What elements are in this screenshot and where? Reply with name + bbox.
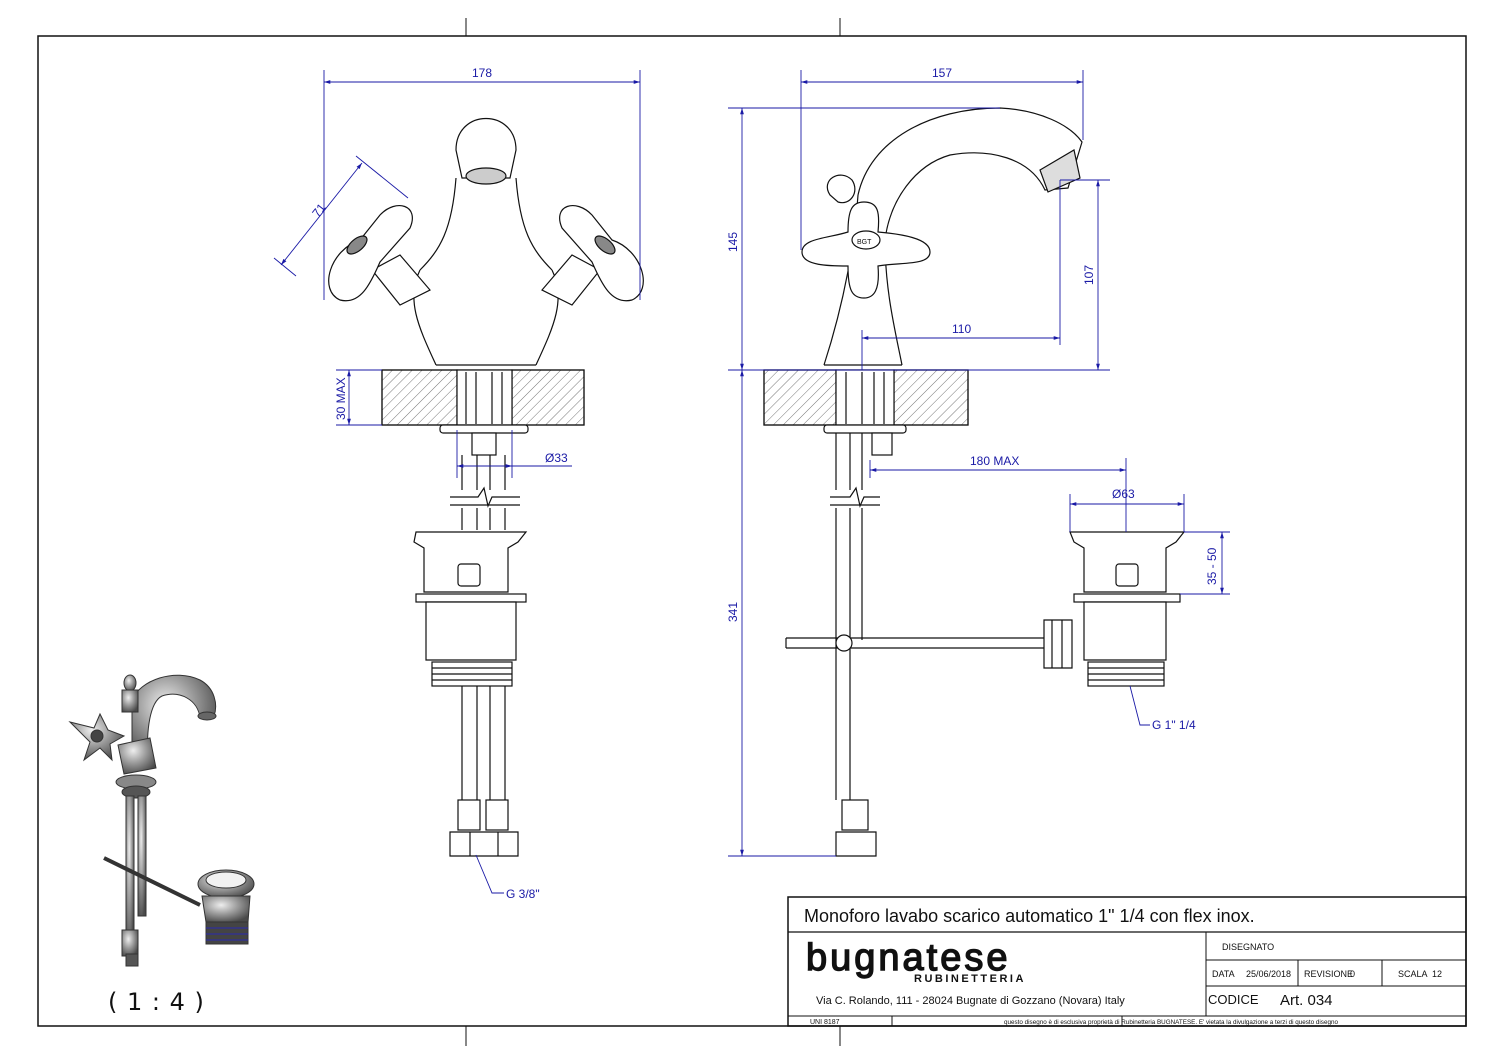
front-view — [328, 117, 644, 857]
dim-total-height-spout: 145 — [726, 232, 740, 252]
preview-scale-label: ( 1 : 4 ) — [108, 988, 205, 1016]
dim-waste-range: 35 - 50 — [1205, 547, 1219, 585]
dim-spout-reach: 110 — [952, 322, 971, 336]
dim-side-width: 157 — [932, 66, 952, 80]
dim-waste-thread: G 1" 1/4 — [1152, 718, 1196, 732]
dim-waste-dia: Ø63 — [1112, 487, 1135, 501]
data-label: DATA — [1212, 969, 1235, 979]
scala-value: 12 — [1432, 969, 1442, 979]
brand-subtitle: RUBINETTERIA — [914, 973, 1026, 985]
company-address: Via C. Rolando, 111 - 28024 Bugnate di G… — [816, 995, 1125, 1007]
product-3d-preview — [68, 674, 255, 967]
data-value: 25/06/2018 — [1246, 969, 1291, 979]
svg-text:BGT: BGT — [857, 239, 872, 246]
dim-deck-max: 30 MAX — [334, 377, 348, 420]
dim-spout-height: 107 — [1082, 265, 1096, 285]
sheet-frame — [37, 18, 1467, 1046]
title-block — [787, 896, 1467, 1027]
revisione-label: REVISIONE — [1304, 969, 1353, 979]
side-view: BGT — [763, 107, 1186, 857]
side-dimensions — [728, 70, 1230, 857]
front-dimensions — [273, 70, 641, 894]
dim-under-height: 341 — [726, 602, 740, 622]
dim-thread-flex: G 3/8" — [506, 887, 540, 901]
disegnato-label: DISEGNATO — [1222, 942, 1274, 952]
drawing-title: Monoforo lavabo scarico automatico 1" 1/… — [804, 906, 1255, 926]
ownership-disclaimer: questo disegno è di esclusiva proprietà … — [1004, 1019, 1338, 1026]
dim-rod-max: 180 MAX — [970, 454, 1019, 468]
dim-front-width: 178 — [472, 66, 492, 80]
dim-handle-length: 71 — [309, 200, 328, 219]
brand-logo-text: bugnatese — [806, 937, 1011, 979]
revisione-value: 0 — [1350, 969, 1355, 979]
codice-label: CODICE — [1208, 992, 1259, 1007]
uni-standard: UNI 8187 — [810, 1019, 840, 1026]
scala-label: SCALA — [1398, 969, 1428, 979]
codice-value: Art. 034 — [1280, 992, 1333, 1009]
dim-shank-dia: Ø33 — [545, 451, 568, 465]
